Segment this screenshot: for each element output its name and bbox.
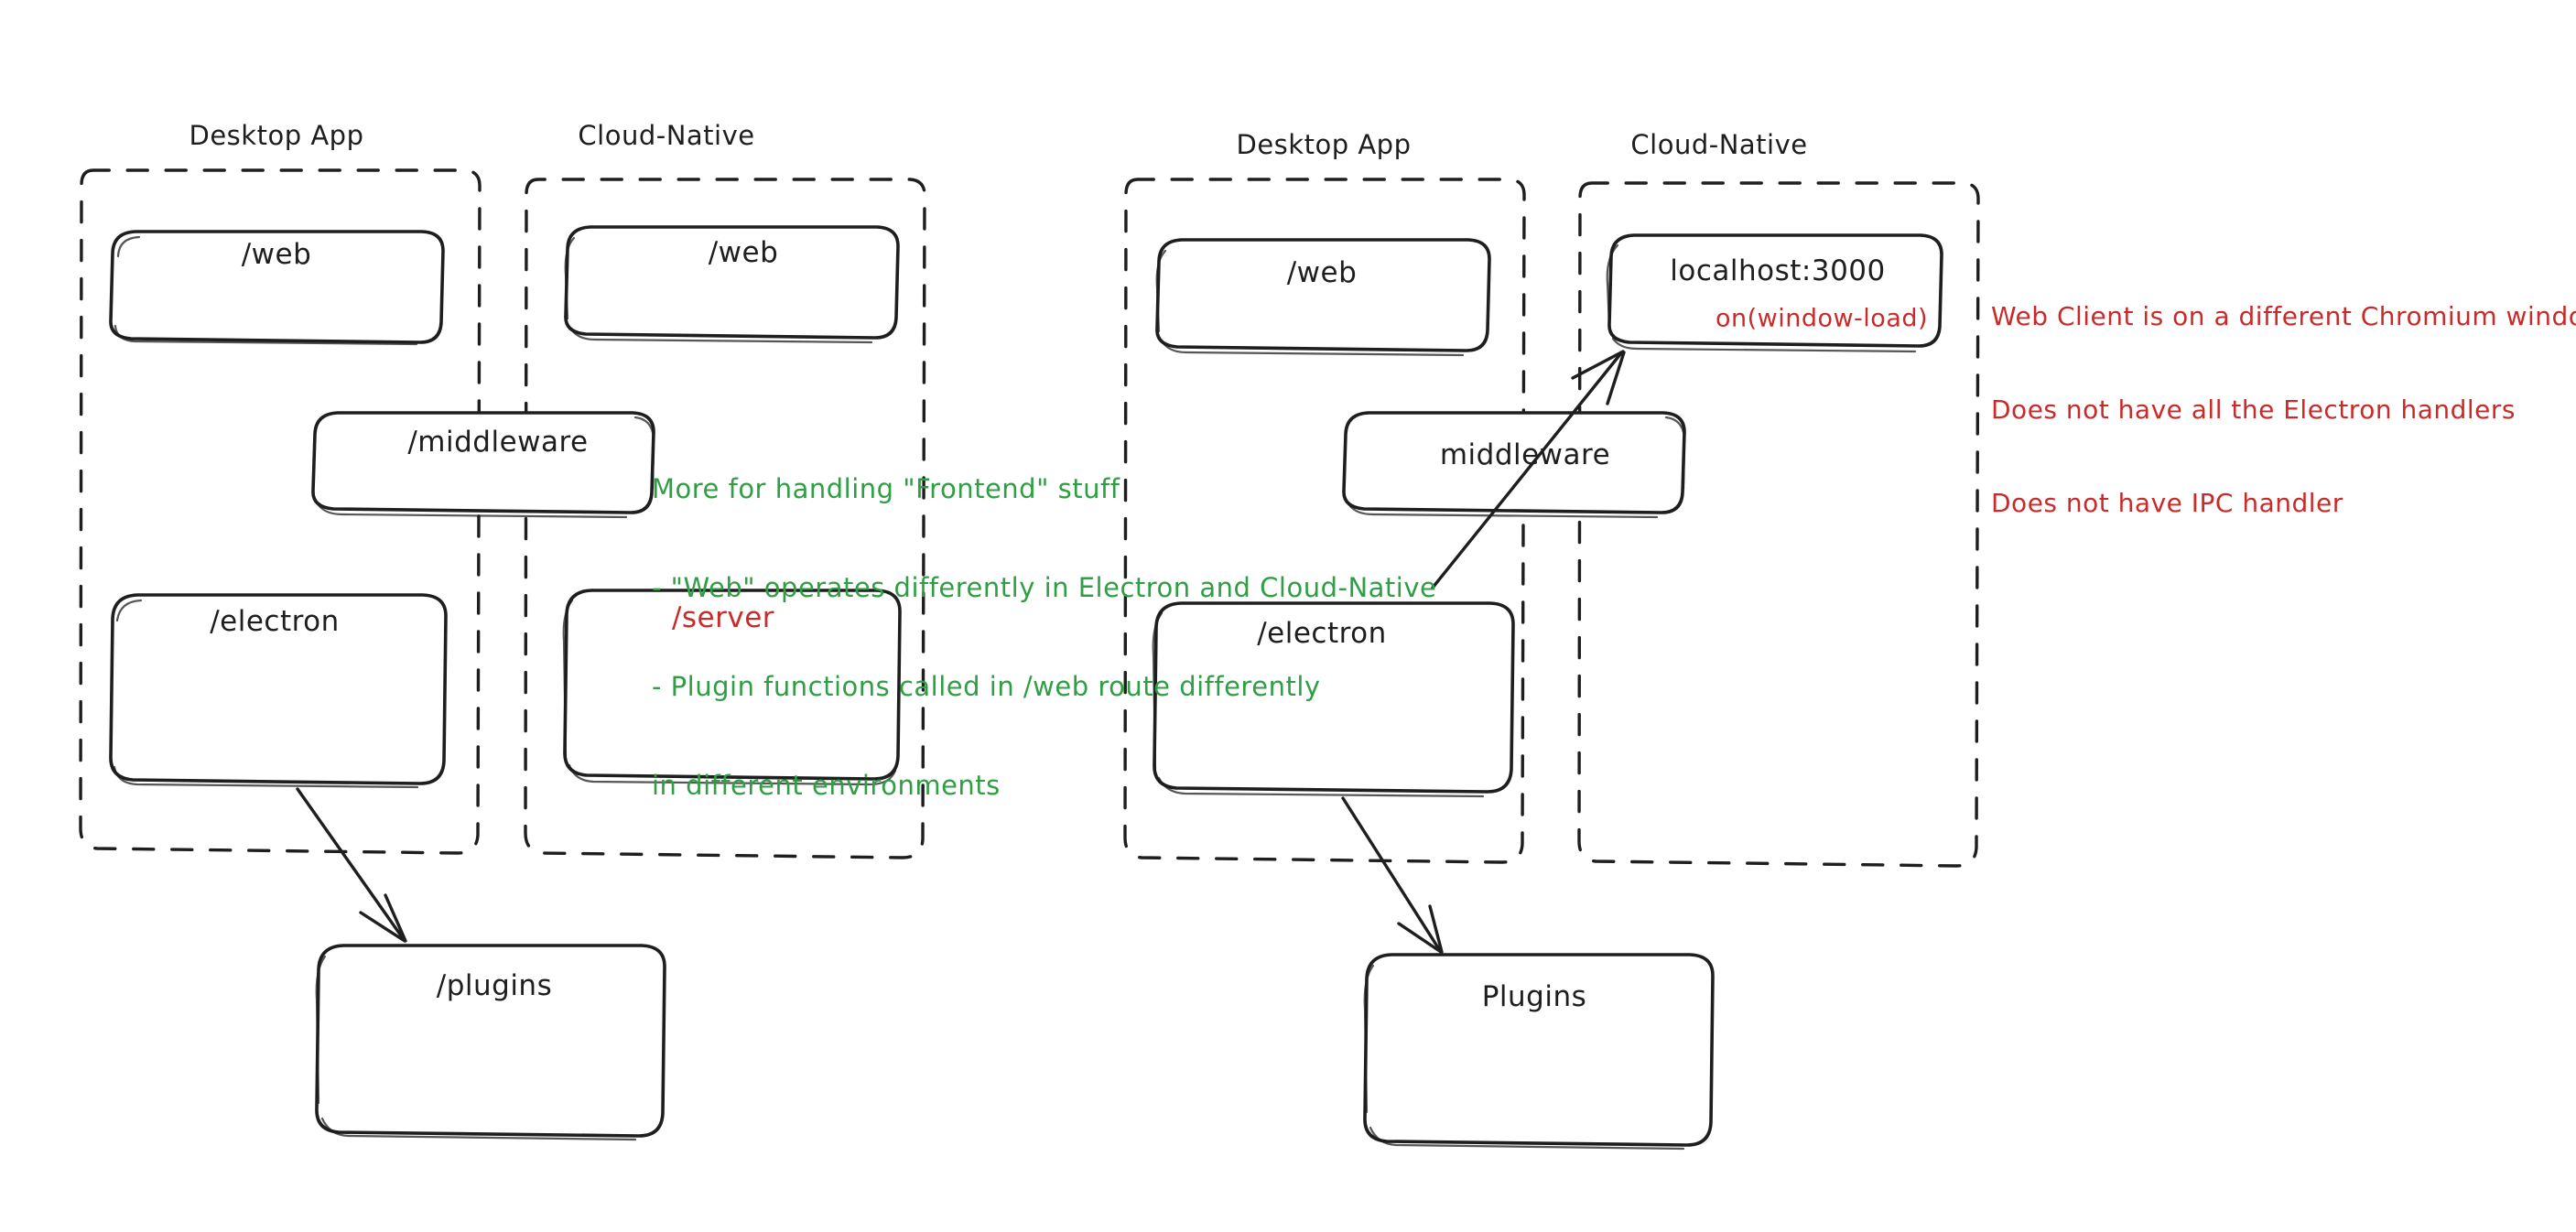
annotation-green-frontend: More for handling "Frontend" stuff - "We… bbox=[652, 406, 1436, 868]
node-label-left-cloud-web: /web bbox=[708, 236, 779, 269]
arrow-left-electron-to-plugins bbox=[296, 787, 407, 943]
annotation-red-web-client: Web Client is on a different Chromium wi… bbox=[1991, 239, 2576, 581]
node-label-right-desktop-web: /web bbox=[1286, 256, 1358, 289]
annotation-green-line-4: in different environments bbox=[652, 770, 1001, 801]
node-right-localhost bbox=[1606, 233, 1943, 353]
annotation-red-line-1: Web Client is on a different Chromium wi… bbox=[1991, 301, 2576, 331]
group-label-left-cloud-native: Cloud-Native bbox=[578, 120, 755, 151]
group-label-left-desktop-app: Desktop App bbox=[189, 120, 364, 151]
node-label-left-desktop-web: /web bbox=[241, 238, 312, 271]
group-label-right-desktop-app: Desktop App bbox=[1236, 129, 1412, 160]
group-label-right-cloud-native: Cloud-Native bbox=[1630, 129, 1808, 160]
node-label-left-middleware: /middleware bbox=[407, 426, 589, 459]
annotation-green-line-1: More for handling "Frontend" stuff bbox=[652, 473, 1120, 504]
node-label-left-plugins: /plugins bbox=[436, 969, 553, 1002]
group-left-desktop-app bbox=[79, 168, 482, 855]
node-label-right-plugins: Plugins bbox=[1481, 980, 1587, 1013]
node-label-left-server: /server bbox=[671, 601, 775, 634]
annotation-red-line-3: Does not have IPC handler bbox=[1991, 488, 2343, 518]
annotation-red-line-2: Does not have all the Electron handlers bbox=[1991, 394, 2516, 425]
node-sublabel-right-localhost: on(window-load) bbox=[1715, 304, 1929, 333]
node-label-right-localhost: localhost:3000 bbox=[1670, 254, 1886, 287]
node-label-left-electron: /electron bbox=[210, 605, 340, 638]
annotation-green-line-3: - Plugin functions called in /web route … bbox=[652, 671, 1321, 702]
annotation-green-line-2: - "Web" operates differently in Electron… bbox=[652, 572, 1437, 603]
node-label-right-electron: /electron bbox=[1257, 617, 1387, 650]
node-label-right-middleware: middleware bbox=[1439, 438, 1611, 471]
